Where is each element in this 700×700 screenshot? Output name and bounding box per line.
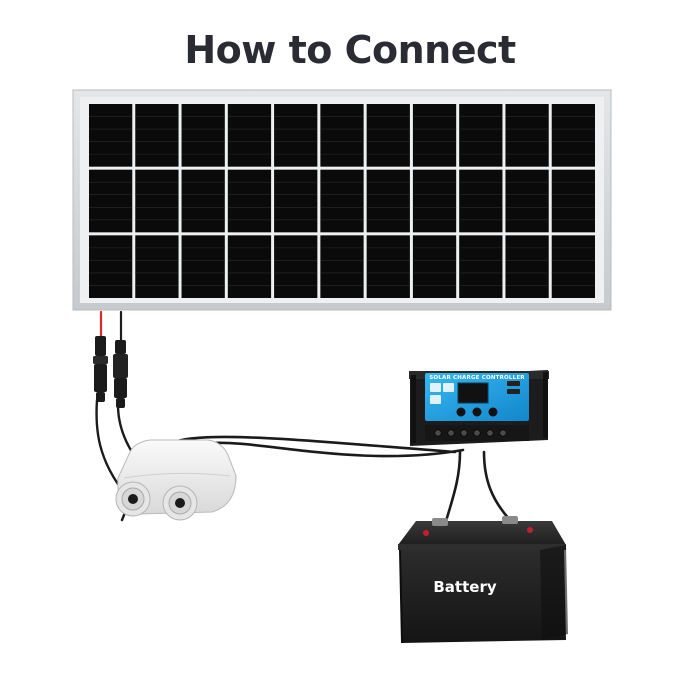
controller-terminals xyxy=(434,429,507,437)
solar-cell xyxy=(181,169,225,233)
battery: Battery xyxy=(398,516,568,644)
terminal-screw xyxy=(447,429,455,437)
solar-cell xyxy=(181,235,225,298)
mc4-connector-positive xyxy=(93,336,108,402)
cable-entry-gland xyxy=(115,439,237,521)
terminal-screw xyxy=(473,429,481,437)
controller-panel-icon xyxy=(430,383,441,392)
terminal-screw xyxy=(499,429,507,437)
solar-cell xyxy=(274,169,318,233)
solar-cell xyxy=(505,235,549,298)
terminal-screw xyxy=(460,429,468,437)
terminal-screw xyxy=(434,429,442,437)
solar-cell xyxy=(366,235,410,298)
battery-terminal-positive xyxy=(432,518,448,526)
solar-cell xyxy=(412,235,457,298)
solar-cell xyxy=(320,104,364,167)
gland-to-controller-cable-1 xyxy=(170,435,457,454)
solar-cell xyxy=(274,235,318,298)
solar-panel xyxy=(72,89,612,311)
solar-cell xyxy=(459,235,503,298)
charge-controller: SOLAR CHARGE CONTROLLER xyxy=(409,370,549,446)
solar-cell xyxy=(135,104,179,167)
gland-nut-left xyxy=(115,481,151,517)
solar-cell-grid xyxy=(89,104,595,298)
solar-cell xyxy=(459,104,503,167)
solar-cell xyxy=(551,104,595,167)
battery-terminal-negative xyxy=(502,516,518,524)
solar-cell xyxy=(320,235,364,298)
solar-cell xyxy=(274,104,318,167)
mc4-connector-negative xyxy=(113,340,128,408)
solar-cell xyxy=(505,104,549,167)
terminal-screw xyxy=(486,429,494,437)
solar-cell xyxy=(135,169,179,233)
solar-cell xyxy=(551,235,595,298)
mc4-connectors xyxy=(93,336,128,408)
solar-cell xyxy=(320,169,364,233)
solar-cell xyxy=(551,169,595,233)
solar-cell xyxy=(227,235,272,298)
controller-battery-icon xyxy=(443,383,454,392)
page-title: How to Connect xyxy=(184,28,516,72)
gland-nut-right xyxy=(162,485,198,521)
solar-cell xyxy=(412,169,457,233)
solar-cell xyxy=(89,235,133,298)
usb-port-icon xyxy=(507,389,520,394)
controller-to-battery-cable-2 xyxy=(482,450,512,522)
solar-cell xyxy=(227,104,272,167)
controller-button-1 xyxy=(456,407,466,417)
battery-label: Battery xyxy=(433,578,496,596)
solar-cell xyxy=(227,169,272,233)
solar-cell xyxy=(89,169,133,233)
solar-cell xyxy=(412,104,457,167)
solar-cell xyxy=(366,104,410,167)
controller-to-battery-cable-1 xyxy=(442,450,462,530)
controller-button-3 xyxy=(488,407,498,417)
controller-load-icon xyxy=(430,395,441,404)
solar-cell xyxy=(89,104,133,167)
usb-port-icon xyxy=(507,381,520,386)
solar-cell xyxy=(366,169,410,233)
controller-screen xyxy=(457,382,489,404)
solar-cell xyxy=(459,169,503,233)
solar-cell xyxy=(505,169,549,233)
battery-front xyxy=(400,550,566,643)
controller-button-2 xyxy=(472,407,482,417)
solar-cell xyxy=(181,104,225,167)
controller-label: SOLAR CHARGE CONTROLLER xyxy=(429,375,525,381)
solar-cell xyxy=(135,235,179,298)
gland-to-controller-cable-2 xyxy=(210,441,465,458)
